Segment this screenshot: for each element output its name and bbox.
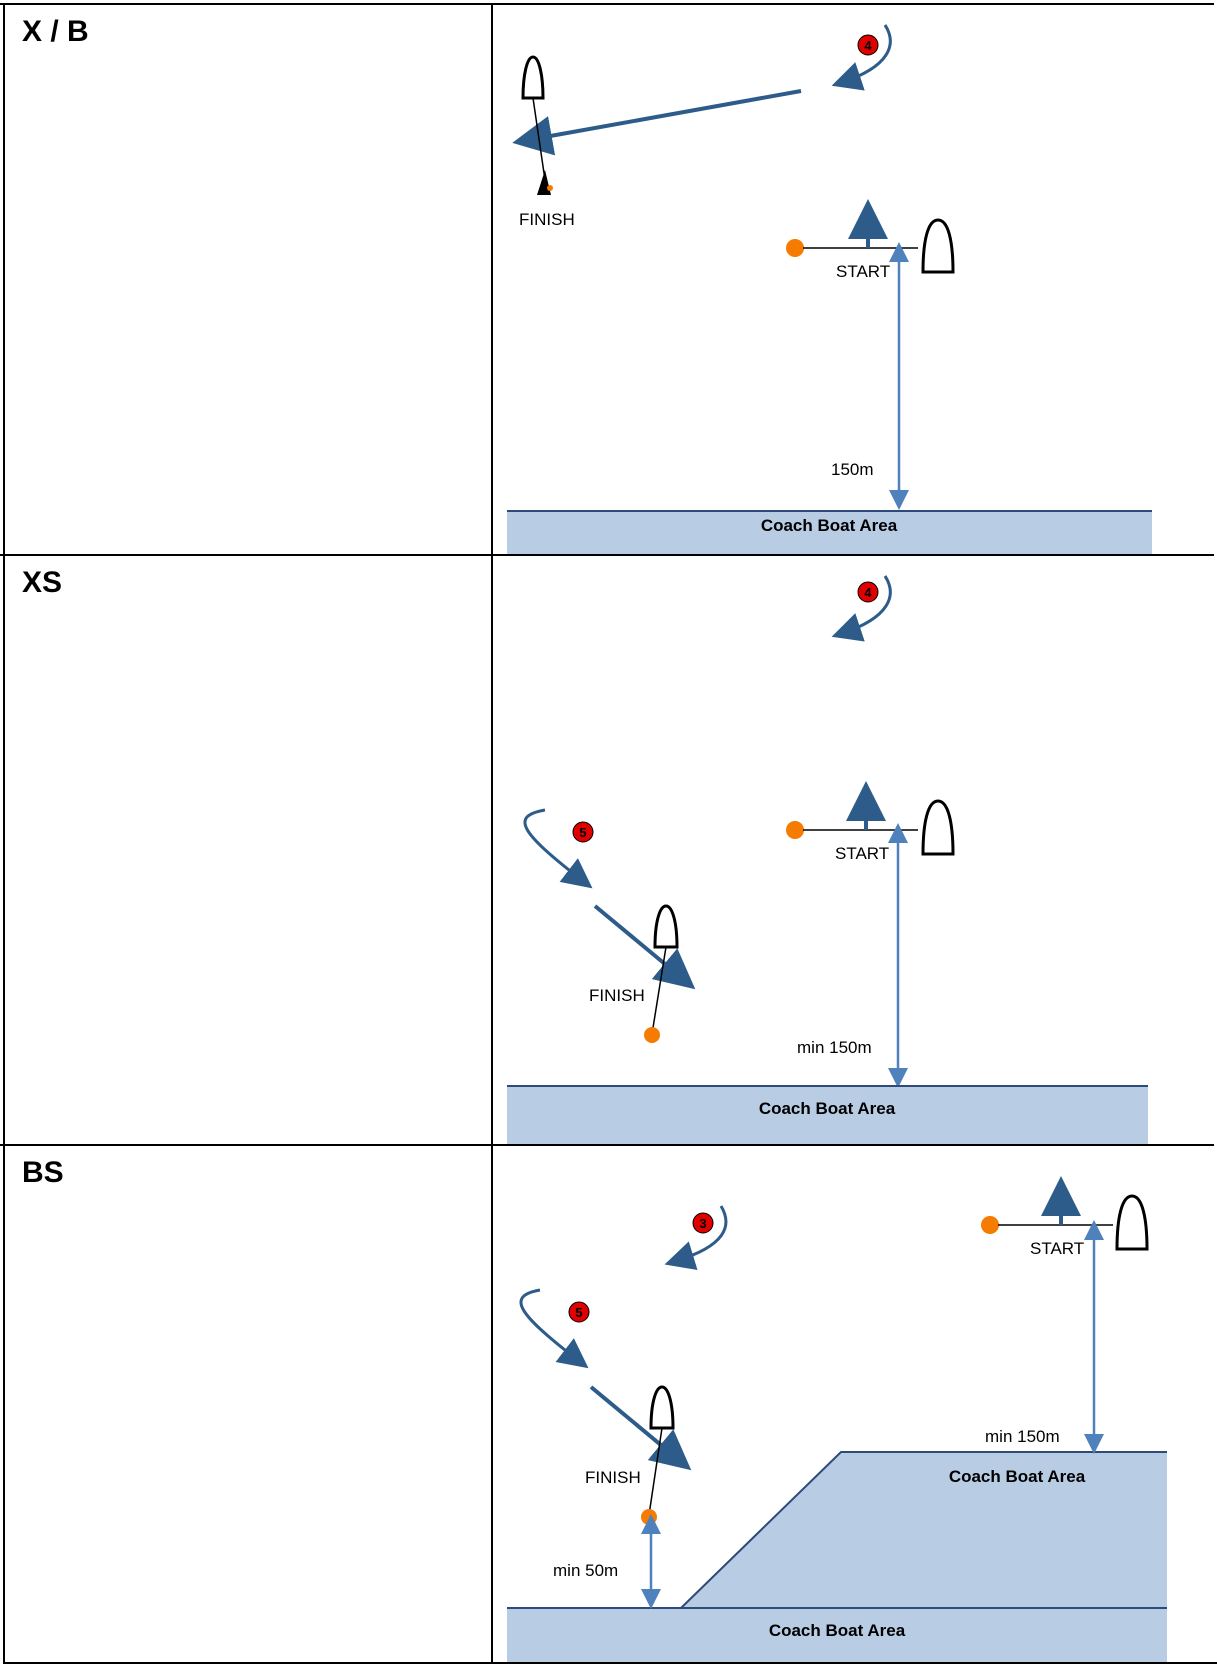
start-committee-boat <box>1115 1194 1149 1251</box>
finish-label: FINISH <box>589 986 645 1005</box>
table-row: BS <box>0 1144 1214 1664</box>
mark-number: 4 <box>864 585 872 600</box>
column-divider <box>491 3 493 1664</box>
finish-pin-mark <box>547 185 553 191</box>
finish-pin-mark <box>641 1509 657 1525</box>
course-diagram-x-b: 4 FINISH START 150m Coach Boat Area <box>493 5 1217 554</box>
row-label: XS <box>22 566 63 599</box>
coach-boat-area-label: Coach Boat Area <box>761 516 898 535</box>
finish-line <box>651 946 667 1035</box>
finish-label: FINISH <box>519 210 575 229</box>
start-pin-mark <box>981 1216 999 1234</box>
table-row: XS <box>0 554 1214 1146</box>
coach-boat-area <box>507 511 1152 554</box>
course-diagram-svg: 4 FINISH START 150m Coach Boat Area <box>507 24 1152 554</box>
coach-boat-area-shape <box>507 1452 1167 1662</box>
table-row: X / B <box>0 3 1214 556</box>
start-committee-boat <box>921 218 955 274</box>
start-pin-mark <box>786 239 804 257</box>
distance-label: min 150m <box>797 1038 872 1057</box>
rounding-mark-4: 4 <box>831 24 892 91</box>
finish-line <box>532 97 546 181</box>
coach-boat-area <box>507 1086 1148 1144</box>
coach-boat-area-label-lower: Coach Boat Area <box>769 1621 906 1640</box>
leg-arrow <box>589 1385 692 1471</box>
rounding-mark-5: 5 <box>519 1288 590 1369</box>
start-committee-boat <box>921 799 955 856</box>
row-label: X / B <box>22 15 89 48</box>
mark-number: 4 <box>864 38 872 53</box>
finish-line <box>648 1427 663 1516</box>
course-diagram-svg: 4 5 FINISH START min 150m Coach Bo <box>507 575 1148 1144</box>
mark-number-badge <box>857 34 879 56</box>
leg-arrow <box>512 89 802 156</box>
row-label: BS <box>22 1156 64 1189</box>
rounding-arrow <box>831 24 892 91</box>
finish-pin-flag <box>537 170 551 195</box>
mark-number: 3 <box>699 1216 706 1231</box>
table-left-border <box>3 3 5 1664</box>
coach-boat-area-label-upper: Coach Boat Area <box>949 1467 1086 1486</box>
coach-boat-area-label: Coach Boat Area <box>759 1099 896 1118</box>
rounding-mark-4: 4 <box>831 575 892 642</box>
finish-pin-mark <box>644 1027 660 1043</box>
distance-label-start: min 150m <box>985 1427 1060 1446</box>
table-bottom-border <box>3 1662 1217 1664</box>
finish-committee-boat <box>653 904 679 949</box>
mark-number: 5 <box>579 825 586 840</box>
course-diagram-bs: Coach Boat Area Coach Boat Area 3 5 FINI… <box>493 1146 1217 1662</box>
rounding-mark-3: 3 <box>664 1205 728 1271</box>
rounding-mark-5: 5 <box>523 808 594 889</box>
start-label: START <box>836 262 890 281</box>
start-pin-mark <box>786 821 804 839</box>
course-diagram-svg: Coach Boat Area Coach Boat Area 3 5 FINI… <box>507 1176 1167 1662</box>
start-label: START <box>835 844 889 863</box>
start-label: START <box>1030 1239 1084 1258</box>
finish-committee-boat <box>521 55 545 100</box>
finish-label: FINISH <box>585 1468 641 1487</box>
distance-label-finish: min 50m <box>553 1561 618 1580</box>
distance-label: 150m <box>831 460 874 479</box>
mark-number: 5 <box>575 1305 582 1320</box>
finish-committee-boat <box>649 1385 675 1430</box>
leg-arrow <box>593 904 696 990</box>
course-diagram-xs: 4 5 FINISH START min 150m Coach Bo <box>493 556 1217 1144</box>
